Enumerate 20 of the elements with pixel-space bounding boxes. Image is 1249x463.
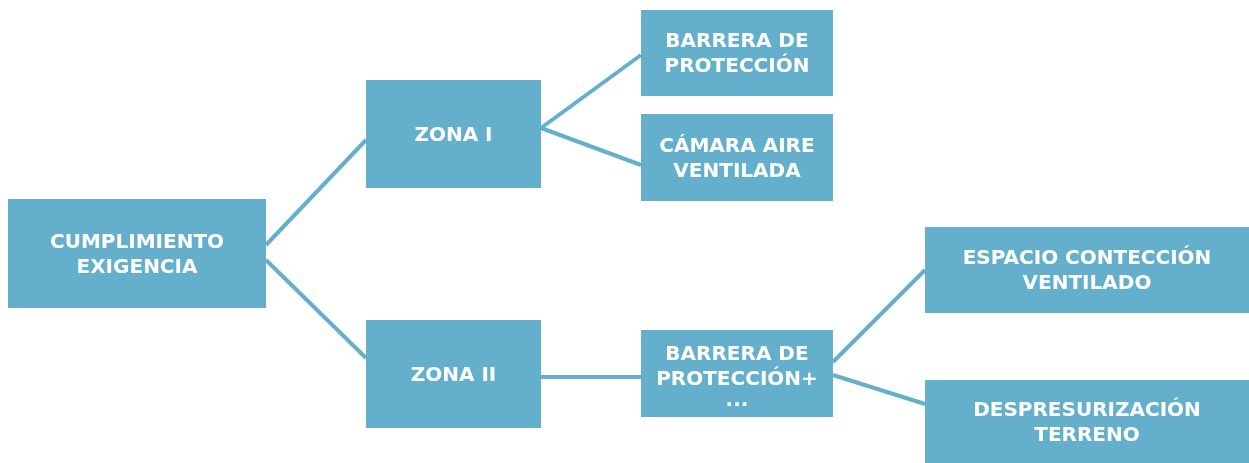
ellipsis-text: ... [725,390,749,407]
connector-line [541,375,641,379]
process-box [366,320,541,428]
box-label: BARRERA DE PROTECCIÓN+ [655,340,819,391]
connector-line [832,373,926,406]
box-label: ZONA I [414,121,493,147]
connector-line [540,126,642,167]
box-label: CUMPLIMIENTO EXIGENCIA [48,228,226,279]
process-box [925,227,1249,313]
box-label: DESPRESURIZACIÓN TERRENO [972,396,1202,447]
process-box [641,114,833,201]
box-label: CÁMARA AIRE VENTILADA [658,132,816,183]
process-box [366,80,541,188]
process-box [641,10,833,96]
process-box [8,199,266,308]
box-label: BARRERA DE PROTECCIÓN [663,28,811,78]
box-label: ZONA II [410,361,497,387]
process-box [925,380,1249,463]
process-box [641,330,833,417]
box-label: ESPACIO CONTECCIÓN VENTILADO [961,245,1213,295]
